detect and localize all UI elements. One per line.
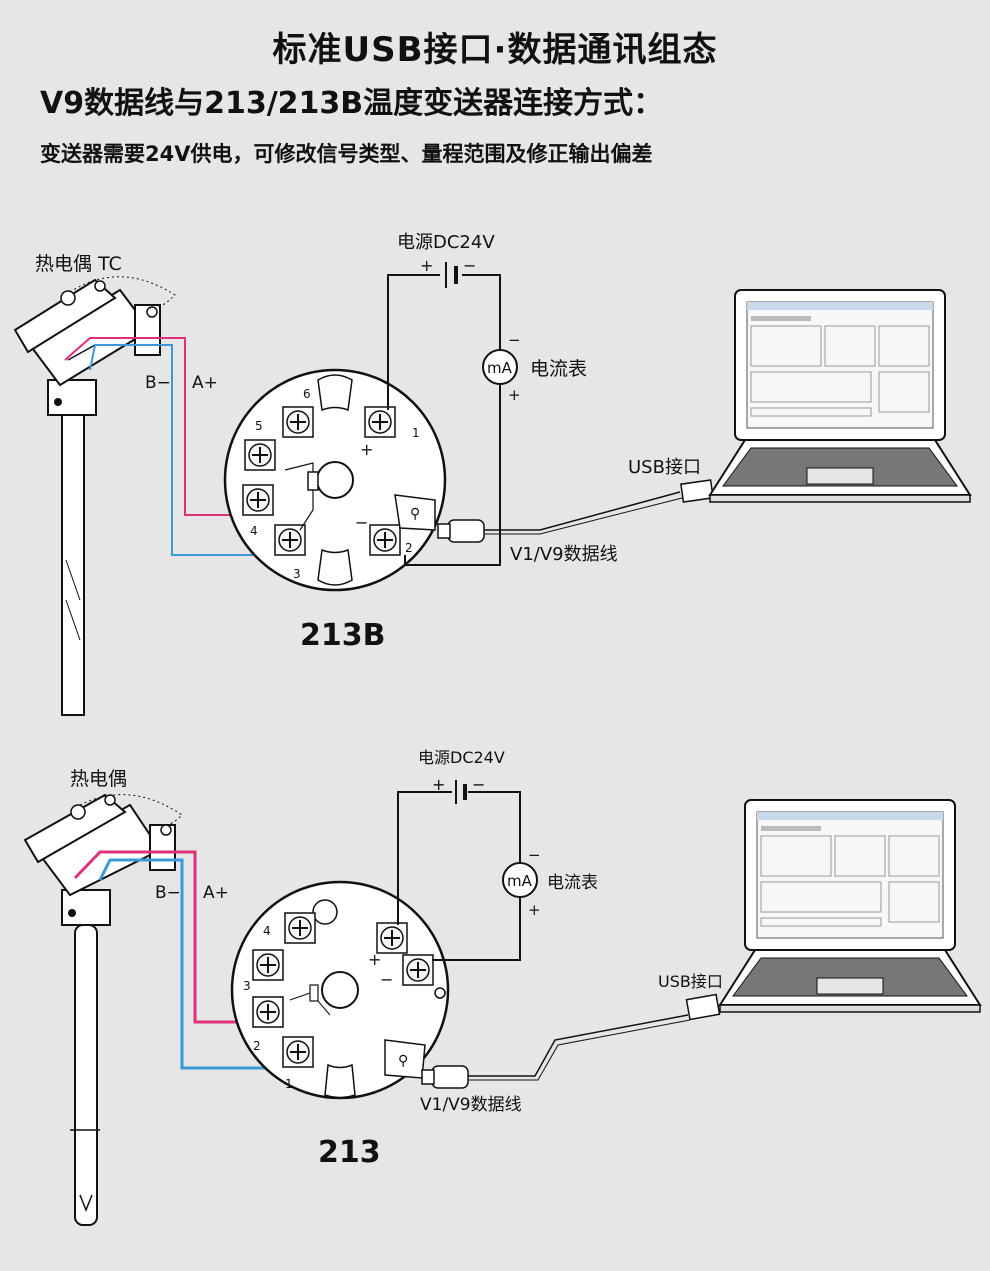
- terminal-2-bottom: 2: [253, 1039, 261, 1053]
- bottom-diagram: 热电偶 B− A+ ⚲ + − 1 2 3 4 213: [23, 748, 981, 1226]
- usb-label-bottom: USB接口: [658, 972, 723, 991]
- svg-text:−: −: [355, 513, 368, 532]
- meter-label-bottom: 电流表: [547, 873, 598, 893]
- transmitter-213: ⚲ + −: [230, 880, 450, 1100]
- b-minus-label-top: B−: [145, 373, 171, 393]
- svg-text:+: +: [368, 950, 381, 969]
- terminal-4-top: 4: [250, 524, 258, 538]
- model-label-top: 213B: [300, 618, 386, 653]
- power-minus-top: −: [463, 256, 476, 275]
- blue-wire-bottom: [98, 858, 292, 1070]
- power-label-bottom: 电源DC24V: [418, 748, 505, 767]
- terminal-6-top: 6: [303, 387, 311, 401]
- meter-label-top: 电流表: [530, 358, 587, 380]
- meter-symbol-top: mA: [487, 359, 513, 377]
- usb-cable-top: [437, 479, 714, 543]
- meter-wire-top: [404, 385, 501, 566]
- sensor-label-bottom: 热电偶: [70, 768, 127, 790]
- meter-plus-top: +: [508, 386, 521, 404]
- meter-minus-top: −: [508, 331, 521, 349]
- thermocouple-probe-top: [13, 276, 176, 716]
- pink-wire-bottom: [73, 850, 262, 1024]
- terminal-1-top: 1: [412, 426, 420, 440]
- laptop-icon-top: [709, 289, 971, 503]
- terminal-3-top: 3: [293, 567, 301, 581]
- model-label-bottom: 213: [318, 1135, 381, 1170]
- page-description: 变送器需要24V供电，可修改信号类型、量程范围及修正输出偏差: [40, 142, 653, 166]
- svg-text:⚲: ⚲: [398, 1053, 408, 1069]
- meter-plus-bottom: +: [528, 901, 541, 919]
- sensor-label-top: 热电偶 TC: [35, 253, 122, 275]
- laptop-icon-bottom: [719, 799, 981, 1013]
- meter-minus-bottom: −: [528, 846, 541, 864]
- power-wire-top: [387, 274, 501, 410]
- power-wire-bottom: [397, 791, 521, 925]
- ammeter-icon-top: [482, 349, 518, 385]
- power-minus-bottom: −: [472, 775, 485, 794]
- b-minus-label-bottom: B−: [155, 883, 181, 903]
- terminal-4-bottom: 4: [263, 924, 271, 938]
- top-diagram: 热电偶 TC B− A+ ⚲ + − 1 2 3 4 5: [13, 232, 971, 716]
- pink-wire-top: [64, 337, 265, 516]
- terminal-5-top: 5: [255, 419, 263, 433]
- a-plus-label-top: A+: [192, 373, 218, 393]
- meter-symbol-bottom: mA: [507, 872, 533, 890]
- power-label-top: 电源DC24V: [397, 232, 495, 253]
- terminal-2-top: 2: [405, 541, 413, 555]
- a-plus-label-bottom: A+: [203, 883, 229, 903]
- usb-cable-bottom: [421, 993, 721, 1089]
- page-title: 标准USB接口·数据通讯组态: [272, 30, 718, 70]
- cable-label-bottom: V1/V9数据线: [420, 1095, 522, 1115]
- page-subtitle: V9数据线与213/213B温度变送器连接方式：: [40, 86, 664, 121]
- meter-wire-bottom: [432, 898, 521, 961]
- transmitter-213b: ⚲ + −: [223, 368, 447, 592]
- blue-wire-top: [89, 344, 290, 556]
- svg-text:+: +: [360, 440, 373, 459]
- terminal-3-bottom: 3: [243, 979, 251, 993]
- power-plus-top: +: [420, 256, 433, 275]
- power-plus-bottom: +: [432, 775, 445, 794]
- svg-text:⚲: ⚲: [410, 506, 420, 522]
- cable-label-top: V1/V9数据线: [510, 544, 618, 565]
- thermocouple-probe-bottom: [23, 793, 183, 1226]
- svg-text:−: −: [380, 970, 393, 989]
- terminal-1-bottom: 1: [285, 1077, 293, 1091]
- ammeter-icon-bottom: [502, 862, 538, 898]
- usb-label-top: USB接口: [628, 457, 701, 478]
